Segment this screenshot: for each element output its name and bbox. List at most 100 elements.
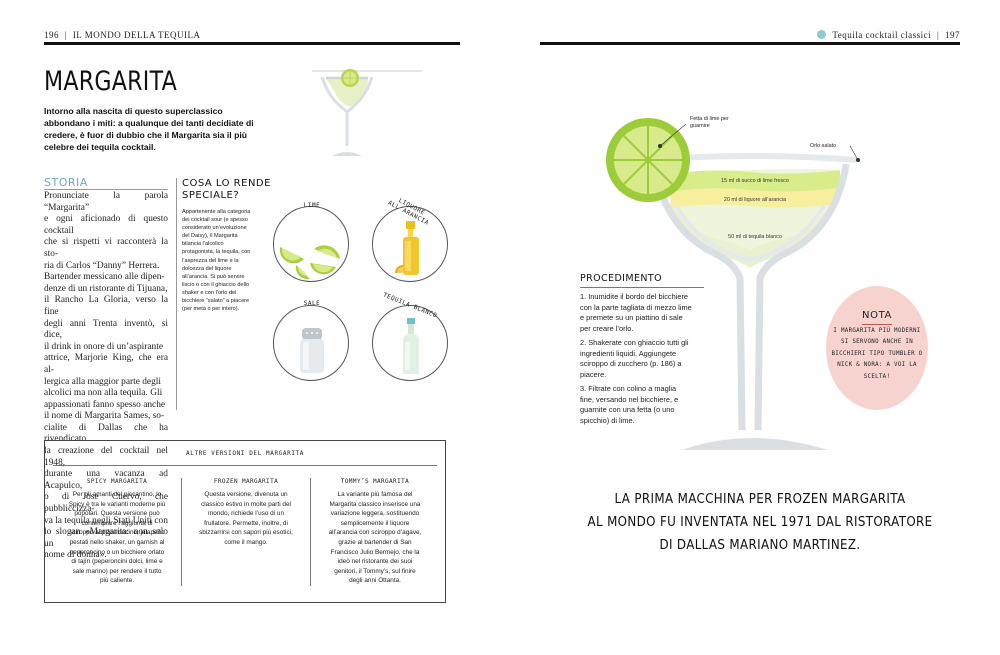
version-line: grazie al bartender di San (338, 538, 412, 546)
storia-line: o di Jose Cuervo, che pubbliccizza- (44, 492, 168, 515)
version-name: TOMMY’S MARGARITA (340, 478, 410, 485)
procedimento-heading: PROCEDIMENTO (580, 273, 662, 284)
lime-slices-icon (279, 245, 340, 280)
cosa-line: all’arancia. Si può servire (182, 273, 245, 280)
intro-paragraph: Intorno alla nascita di questo superclas… (44, 105, 274, 153)
salt-shaker-icon (300, 328, 324, 373)
tequila-bottle-icon (403, 318, 419, 374)
storia-heading: STORIA (44, 176, 88, 189)
cosa-line: protagonista, la tequila, con (182, 249, 251, 256)
version-line: più caliente. (99, 577, 135, 585)
version-spicy: SPICY MARGARITA Per gli amanti del picca… (53, 478, 181, 586)
header-separator: | (64, 30, 68, 40)
rim-label: Orlo salato (810, 143, 837, 149)
version-line: classico estivo in molte parti del (201, 500, 291, 508)
version-line: Questa versione, divenuta un (204, 491, 288, 498)
version-tommys: TOMMY’S MARGARITA La variante più famosa… (311, 478, 439, 586)
intro-line: celebre dei tequila cocktail. (44, 142, 156, 152)
storia-line: che si rispetti vi racconterà la sto- (44, 237, 168, 259)
ingredient-salt: SALE (273, 300, 349, 381)
cosa-line: Appartenente alla categoria (182, 209, 251, 215)
left-page-number: 196 (44, 30, 59, 40)
version-line: di tajín (peperoncini dolci, lime e (71, 558, 163, 566)
cosa-heading: COSA LO RENDE SPECIALE? (182, 178, 272, 202)
nota-line: BICCHIERI TIPO TUMBLER O (831, 350, 923, 357)
step-line: spicchio) di lime. (580, 415, 635, 425)
procedimento-rule (580, 287, 704, 288)
version-frozen: FROZEN MARGARITA Questa versione, divenu… (182, 478, 310, 548)
version-description: Per gli amanti del piccantino, lo Spicy … (53, 490, 181, 586)
nota-line: SI SERVONO ANCHE IN (840, 339, 913, 346)
storia-line: cialite di Dallas che ha rivendicato (44, 422, 168, 445)
quote-line: LA PRIMA MACCHINA PER FROZEN MARGARITA (614, 492, 906, 507)
version-line: contemplare l’aggiunta di (81, 519, 153, 527)
storia-line: e ogni aficionado di questo cocktail (44, 214, 168, 236)
version-name: FROZEN MARGARITA (213, 478, 279, 485)
version-description: Questa versione, divenuta un classico es… (182, 490, 310, 548)
version-line: popolari. Questa versione può (74, 510, 160, 518)
version-line: La variante più famosa del (337, 491, 413, 498)
cosa-line: bilancia l’alcolico (182, 241, 224, 248)
version-line: Per gli amanti del piccantino, lo (72, 491, 162, 498)
page-title: MARGARITA (44, 66, 178, 97)
step-line: guarnite con una fetta (o uno (580, 405, 675, 414)
storia-line: attrice, Marjorie King, che era al- (44, 353, 168, 375)
header-separator: | (936, 30, 940, 40)
ingredient-lime: LIME (273, 202, 349, 282)
storia-line: il Rancho La Gloria, verso la fine (44, 295, 168, 317)
intro-line: Intorno alla nascita di questo superclas… (44, 106, 223, 116)
version-line: semplicemente il liquore (340, 519, 410, 527)
step-line: con la parte tagliata di mezzo lime (580, 302, 692, 312)
garnish-label-line: Fetta di lime per (690, 116, 729, 122)
version-divider (310, 478, 311, 586)
layer-label-tequila: 50 ml di tequila blanco (728, 234, 782, 240)
version-divider (181, 478, 182, 586)
version-line: Margarita classico inserisce una (329, 500, 421, 508)
cosa-line: del Daisy), il Margarita (182, 233, 238, 240)
storia-line: nome di donna». (44, 550, 107, 561)
nota-rule (862, 324, 892, 325)
procedimento-step: 2. Shakerate con ghiaccio tutti gli ingr… (580, 338, 720, 380)
storia-line: lergica alla maggior parte degli (44, 376, 161, 387)
ingredient-label: LIME (303, 202, 321, 209)
cosa-heading-line: COSA LO RENDE (182, 178, 271, 189)
storia-line: la creazione del cocktail nel 1948, (44, 446, 168, 468)
section-badge-icon (816, 30, 826, 39)
right-section-title: Tequila cocktail classici (832, 30, 932, 40)
version-line: sbizzarrirsi con sapori più esotici, (199, 529, 293, 537)
cosa-line: dei cocktail sour (e spesso (182, 217, 248, 224)
storia-line: alcolici ma non alla tequila. Gli (44, 388, 163, 399)
nota-line: SCELTA! (863, 373, 891, 380)
intro-line: credere, è fuor di dubbio che il Margari… (44, 130, 247, 140)
versions-title: ALTRE VERSIONI DEL MARGARITA (186, 450, 304, 457)
margarita-glass-diagram (606, 118, 860, 450)
nota-text: I MARGARITA PIÙ MODERNI SI SERVONO ANCHE… (826, 326, 928, 383)
step-line: 1. Inumidite il bordo del bicchiere (580, 292, 689, 301)
version-line: sale marino) per rendere il tutto (72, 567, 162, 575)
version-name: SPICY MARGARITA (86, 478, 148, 485)
ingredient-label: SALE (303, 300, 321, 307)
cosa-heading-line: SPECIALE? (182, 190, 240, 201)
storia-line: Pronunciate la parola “Margarita” (44, 191, 168, 213)
cosa-line: l’asprezza del lime e la (182, 257, 239, 264)
storia-line: va la tequila negli Stati Uniti con (44, 515, 168, 526)
cosa-line: considerato un’evoluzione (182, 225, 247, 232)
step-line: 2. Shakerate con ghiaccio tutti gli (580, 338, 689, 347)
garnish-label: Fetta di lime per guarnire (690, 116, 770, 130)
version-line: Spicy è tra le varianti moderne più (68, 500, 166, 508)
step-line: ingredienti liquidi. Aggiungete (580, 348, 677, 358)
step-line: piacere. (580, 369, 607, 379)
version-line: variazione leggera, sostituendo (330, 510, 420, 518)
procedimento-step: 3. Filtrate con colino a maglia fine, ve… (580, 384, 720, 426)
version-line: mondo, richiede l’uso di un (207, 510, 285, 518)
cosa-line: dolcezza del liquore (182, 265, 232, 272)
left-section-title: IL MONDO DELLA TEQUILA (72, 30, 201, 40)
storia-line: il nome di Margarita Sames, so- (44, 411, 165, 422)
right-page-number: 197 (945, 30, 960, 40)
procedimento-step: 1. Inumidite il bordo del bicchiere con … (580, 292, 720, 334)
quote-line: DI DALLAS MARIANO MARTINEZ. (659, 538, 861, 553)
cosa-line: liscio o con il ghiaccio dello (182, 281, 250, 288)
version-line: ideò nel ristorante dei suoi (337, 558, 413, 566)
version-line: sciroppo al peperoncino, jalapeño (69, 529, 165, 537)
storia-paragraph: Pronunciate la parola “Margarita” e ogni… (44, 191, 168, 562)
